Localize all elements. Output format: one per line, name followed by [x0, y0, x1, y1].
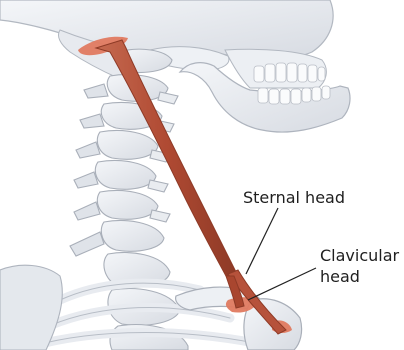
vertebra-c6 [97, 191, 158, 220]
vertebra-c5 [95, 161, 156, 190]
clavicular-head-label-line2: head [320, 267, 360, 287]
skull [0, 0, 350, 132]
sternal-head-label: Sternal head [243, 188, 345, 208]
sternal-head-leader [246, 208, 278, 274]
vertebra-c4 [97, 131, 158, 160]
vertebra-c7 [101, 221, 164, 252]
cervical-spine [70, 49, 178, 256]
clavicular-head-label-line1: Clavicular [320, 246, 399, 266]
clavicular-head-leader [248, 268, 316, 300]
